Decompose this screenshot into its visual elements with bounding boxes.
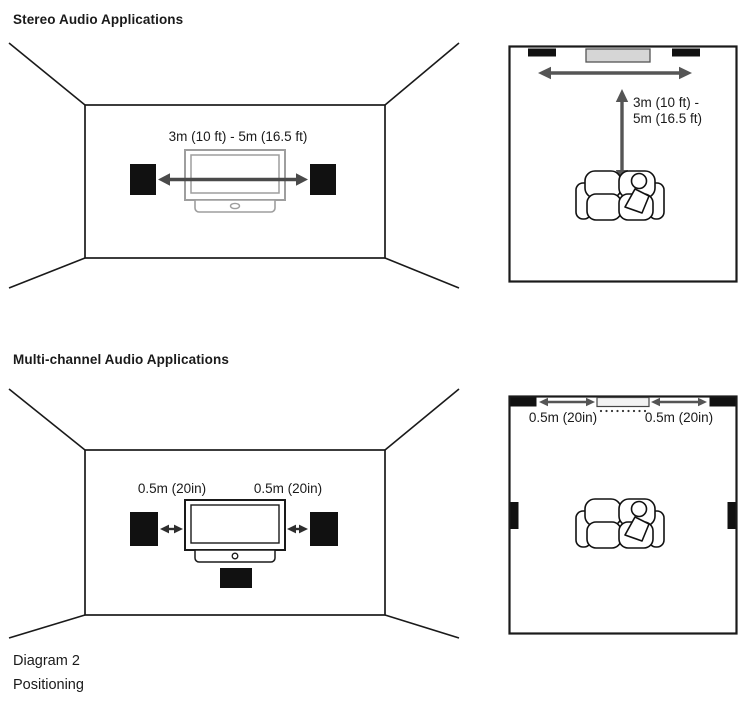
speaker-spacing-arrow-icon — [538, 66, 692, 80]
stereo-top-distance-line1: 3m (10 ft) - — [633, 95, 700, 110]
subwoofer-icon — [220, 568, 252, 588]
right-spacing-arrow-icon — [651, 397, 707, 407]
right-speaker-icon — [672, 48, 700, 57]
left-surround-speaker-icon — [510, 502, 519, 529]
stereo-top-distance-line2: 5m (16.5 ft) — [633, 111, 703, 126]
left-speaker-icon — [130, 512, 158, 546]
left-spacing-arrow-icon — [539, 397, 595, 407]
mc-top-right-distance-label: 0.5m (20in) — [644, 410, 714, 425]
tv-front-icon — [184, 499, 286, 563]
stereo-front-distance-label: 3m (10 ft) - 5m (16.5 ft) — [168, 129, 308, 144]
diagram-caption: Diagram 2 Positioning — [13, 649, 84, 697]
stereo-section-title: Stereo Audio Applications — [13, 12, 184, 27]
stereo-front-view-diagram — [8, 42, 460, 289]
diagram-caption-title: Positioning — [13, 677, 84, 693]
multichannel-front-view-diagram — [8, 388, 460, 639]
stereo-top-view-diagram — [508, 45, 738, 283]
mc-front-right-distance-label: 0.5m (20in) — [253, 481, 323, 496]
center-soundbar-icon — [596, 396, 650, 413]
left-speaker-icon — [130, 164, 156, 195]
right-corner-speaker-icon — [709, 397, 736, 407]
tv-front-icon — [184, 149, 286, 213]
left-gap-arrow-icon — [160, 524, 183, 534]
multichannel-top-view-diagram — [508, 395, 738, 635]
tv-top-icon — [585, 48, 651, 63]
distance-arrow-icon — [158, 173, 308, 186]
mc-front-left-distance-label: 0.5m (20in) — [137, 481, 207, 496]
stereo-top-distance-label: 3m (10 ft) - 5m (16.5 ft) — [633, 95, 702, 127]
left-corner-speaker-icon — [510, 397, 537, 407]
right-speaker-icon — [310, 164, 336, 195]
right-speaker-icon — [310, 512, 338, 546]
multichannel-section-title: Multi-channel Audio Applications — [13, 352, 229, 367]
right-gap-arrow-icon — [287, 524, 308, 534]
diagram-caption-number: Diagram 2 — [13, 653, 80, 669]
mc-top-left-distance-label: 0.5m (20in) — [528, 410, 598, 425]
left-speaker-icon — [528, 48, 556, 57]
right-surround-speaker-icon — [727, 502, 736, 529]
